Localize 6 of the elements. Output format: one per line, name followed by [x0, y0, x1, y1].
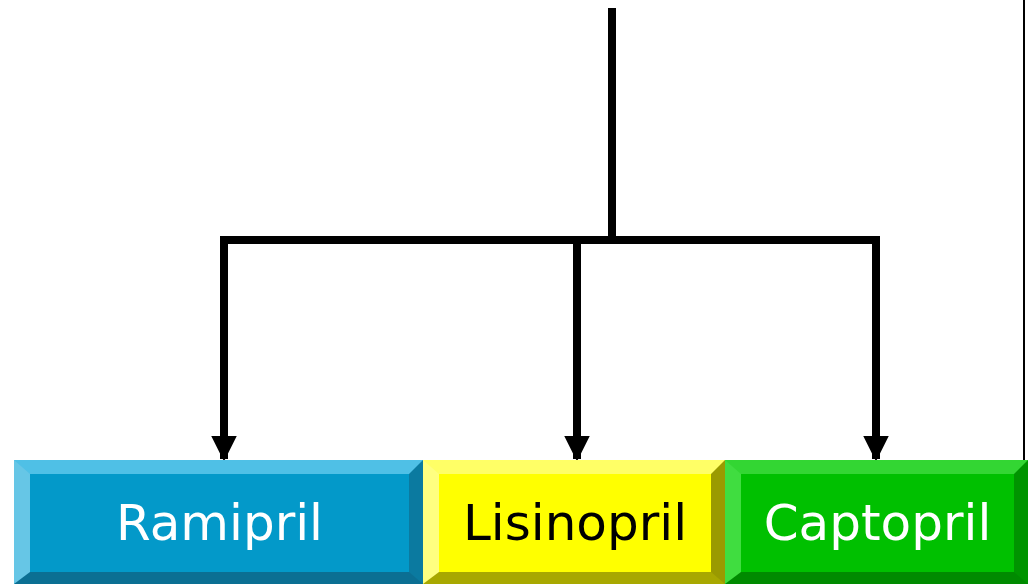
drug-box: [423, 460, 725, 584]
drug-name: Ramipril: [116, 494, 323, 552]
drug-box: [14, 460, 423, 584]
drug-box: [725, 460, 1028, 584]
drug-name: Lisinopril: [462, 494, 688, 552]
drug-name: Captopril: [763, 494, 992, 552]
